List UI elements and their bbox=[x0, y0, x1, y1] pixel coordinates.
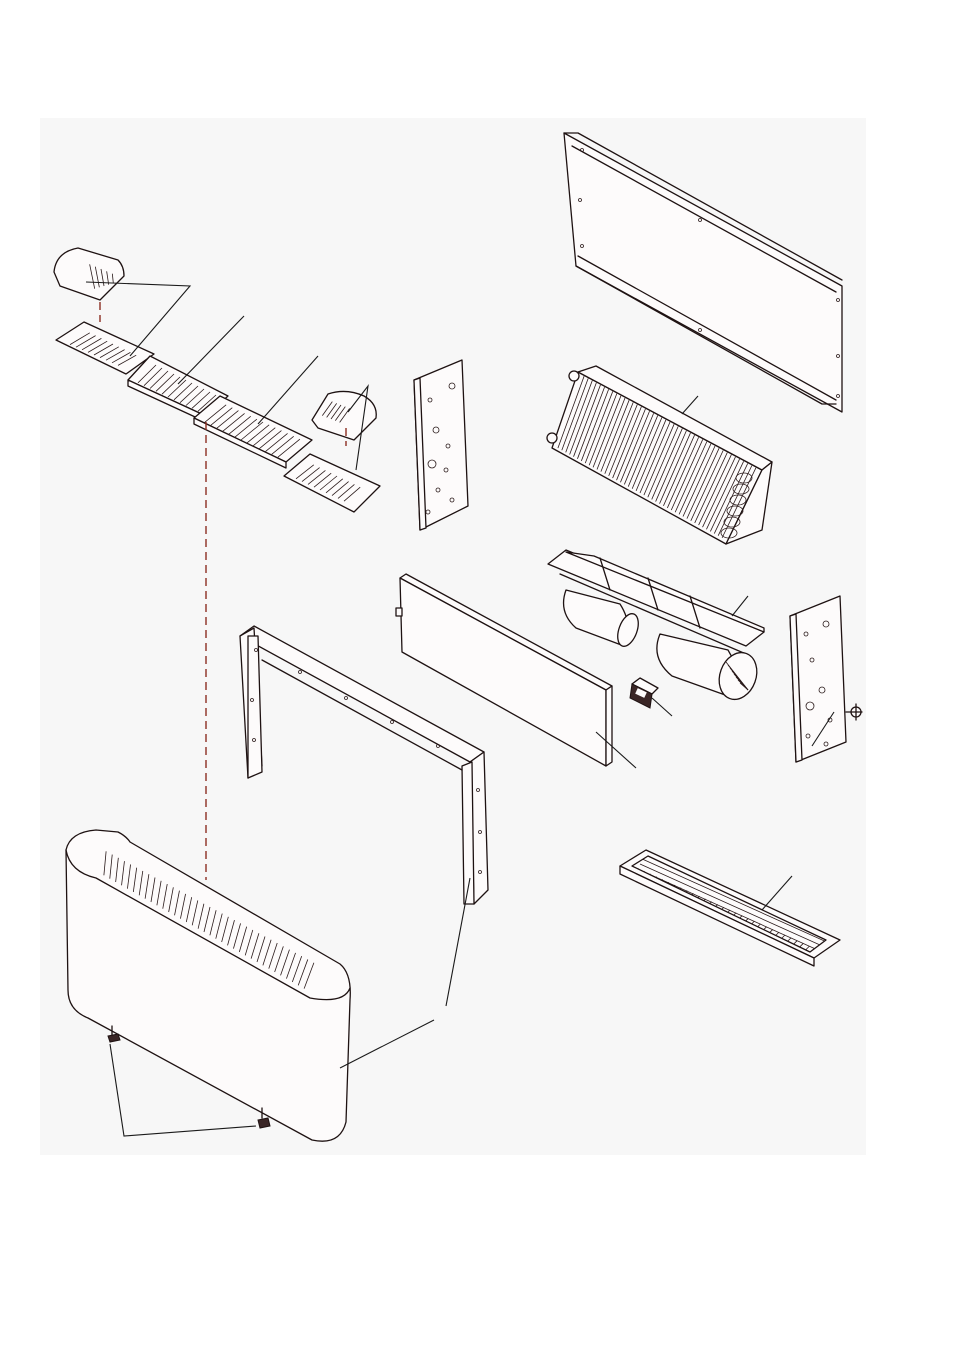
grille-section-2 bbox=[193, 395, 313, 469]
leader-line bbox=[257, 355, 319, 425]
heat-exchanger-coil bbox=[546, 365, 773, 545]
grille-end-base-right bbox=[283, 453, 381, 513]
leader-line bbox=[109, 1043, 257, 1137]
leader-lines bbox=[85, 281, 835, 1137]
leader-line bbox=[85, 281, 192, 357]
leader-line bbox=[681, 395, 699, 415]
leader-line bbox=[811, 711, 835, 747]
leader-line bbox=[761, 875, 793, 911]
insulation-panel bbox=[395, 573, 613, 767]
back-panel bbox=[563, 132, 843, 413]
leader-line bbox=[651, 697, 673, 717]
grille-end-base-left bbox=[55, 321, 155, 375]
grille-end-cap-left bbox=[53, 247, 125, 301]
leader-line bbox=[445, 877, 471, 1007]
front-frame bbox=[239, 625, 489, 905]
adjustable-feet bbox=[107, 1033, 271, 1129]
cabinet-casing bbox=[65, 829, 351, 1142]
fan-scroll-assembly bbox=[547, 549, 765, 701]
leader-line bbox=[731, 595, 749, 617]
side-bracket-left bbox=[413, 359, 469, 531]
speed-switch bbox=[629, 677, 659, 709]
leader-line bbox=[339, 1019, 435, 1069]
leader-line bbox=[177, 315, 245, 385]
leader-line bbox=[347, 384, 369, 471]
grille-end-cap-right bbox=[311, 390, 377, 441]
grille-section-1 bbox=[127, 355, 229, 423]
side-bracket-right bbox=[789, 595, 863, 763]
leader-line bbox=[595, 731, 637, 769]
